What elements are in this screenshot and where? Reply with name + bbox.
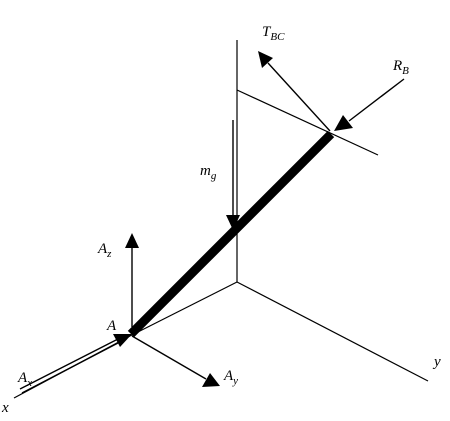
force-tbc-label: TBC (262, 24, 285, 43)
base-line-to-a (129, 281, 238, 337)
force-az-label: Az (97, 241, 112, 260)
force-ax-arrowhead (113, 334, 132, 347)
force-rb-label: RB (392, 58, 409, 77)
force-ax-line-2 (21, 342, 119, 394)
force-ay-arrowhead (202, 373, 220, 387)
x-axis-label: x (1, 400, 9, 416)
force-tbc-line (267, 62, 331, 132)
force-ax-label: Ax (17, 370, 32, 389)
force-tbc-arrowhead (258, 51, 273, 68)
force-ax-line-1 (19, 338, 119, 390)
bar-ab (127, 130, 335, 338)
force-az-arrowhead (125, 233, 139, 248)
force-rb-arrowhead (334, 115, 353, 131)
force-mg-label: mg (200, 163, 217, 182)
force-ay-line (131, 335, 207, 380)
top-construction-line (236, 89, 379, 156)
point-a-label: A (106, 318, 117, 334)
force-mg-arrowhead (226, 215, 240, 230)
y-axis-label: y (432, 354, 441, 370)
force-ay-label: Ay (223, 368, 238, 387)
y-axis-line (236, 281, 429, 382)
force-rb-line (348, 78, 405, 122)
